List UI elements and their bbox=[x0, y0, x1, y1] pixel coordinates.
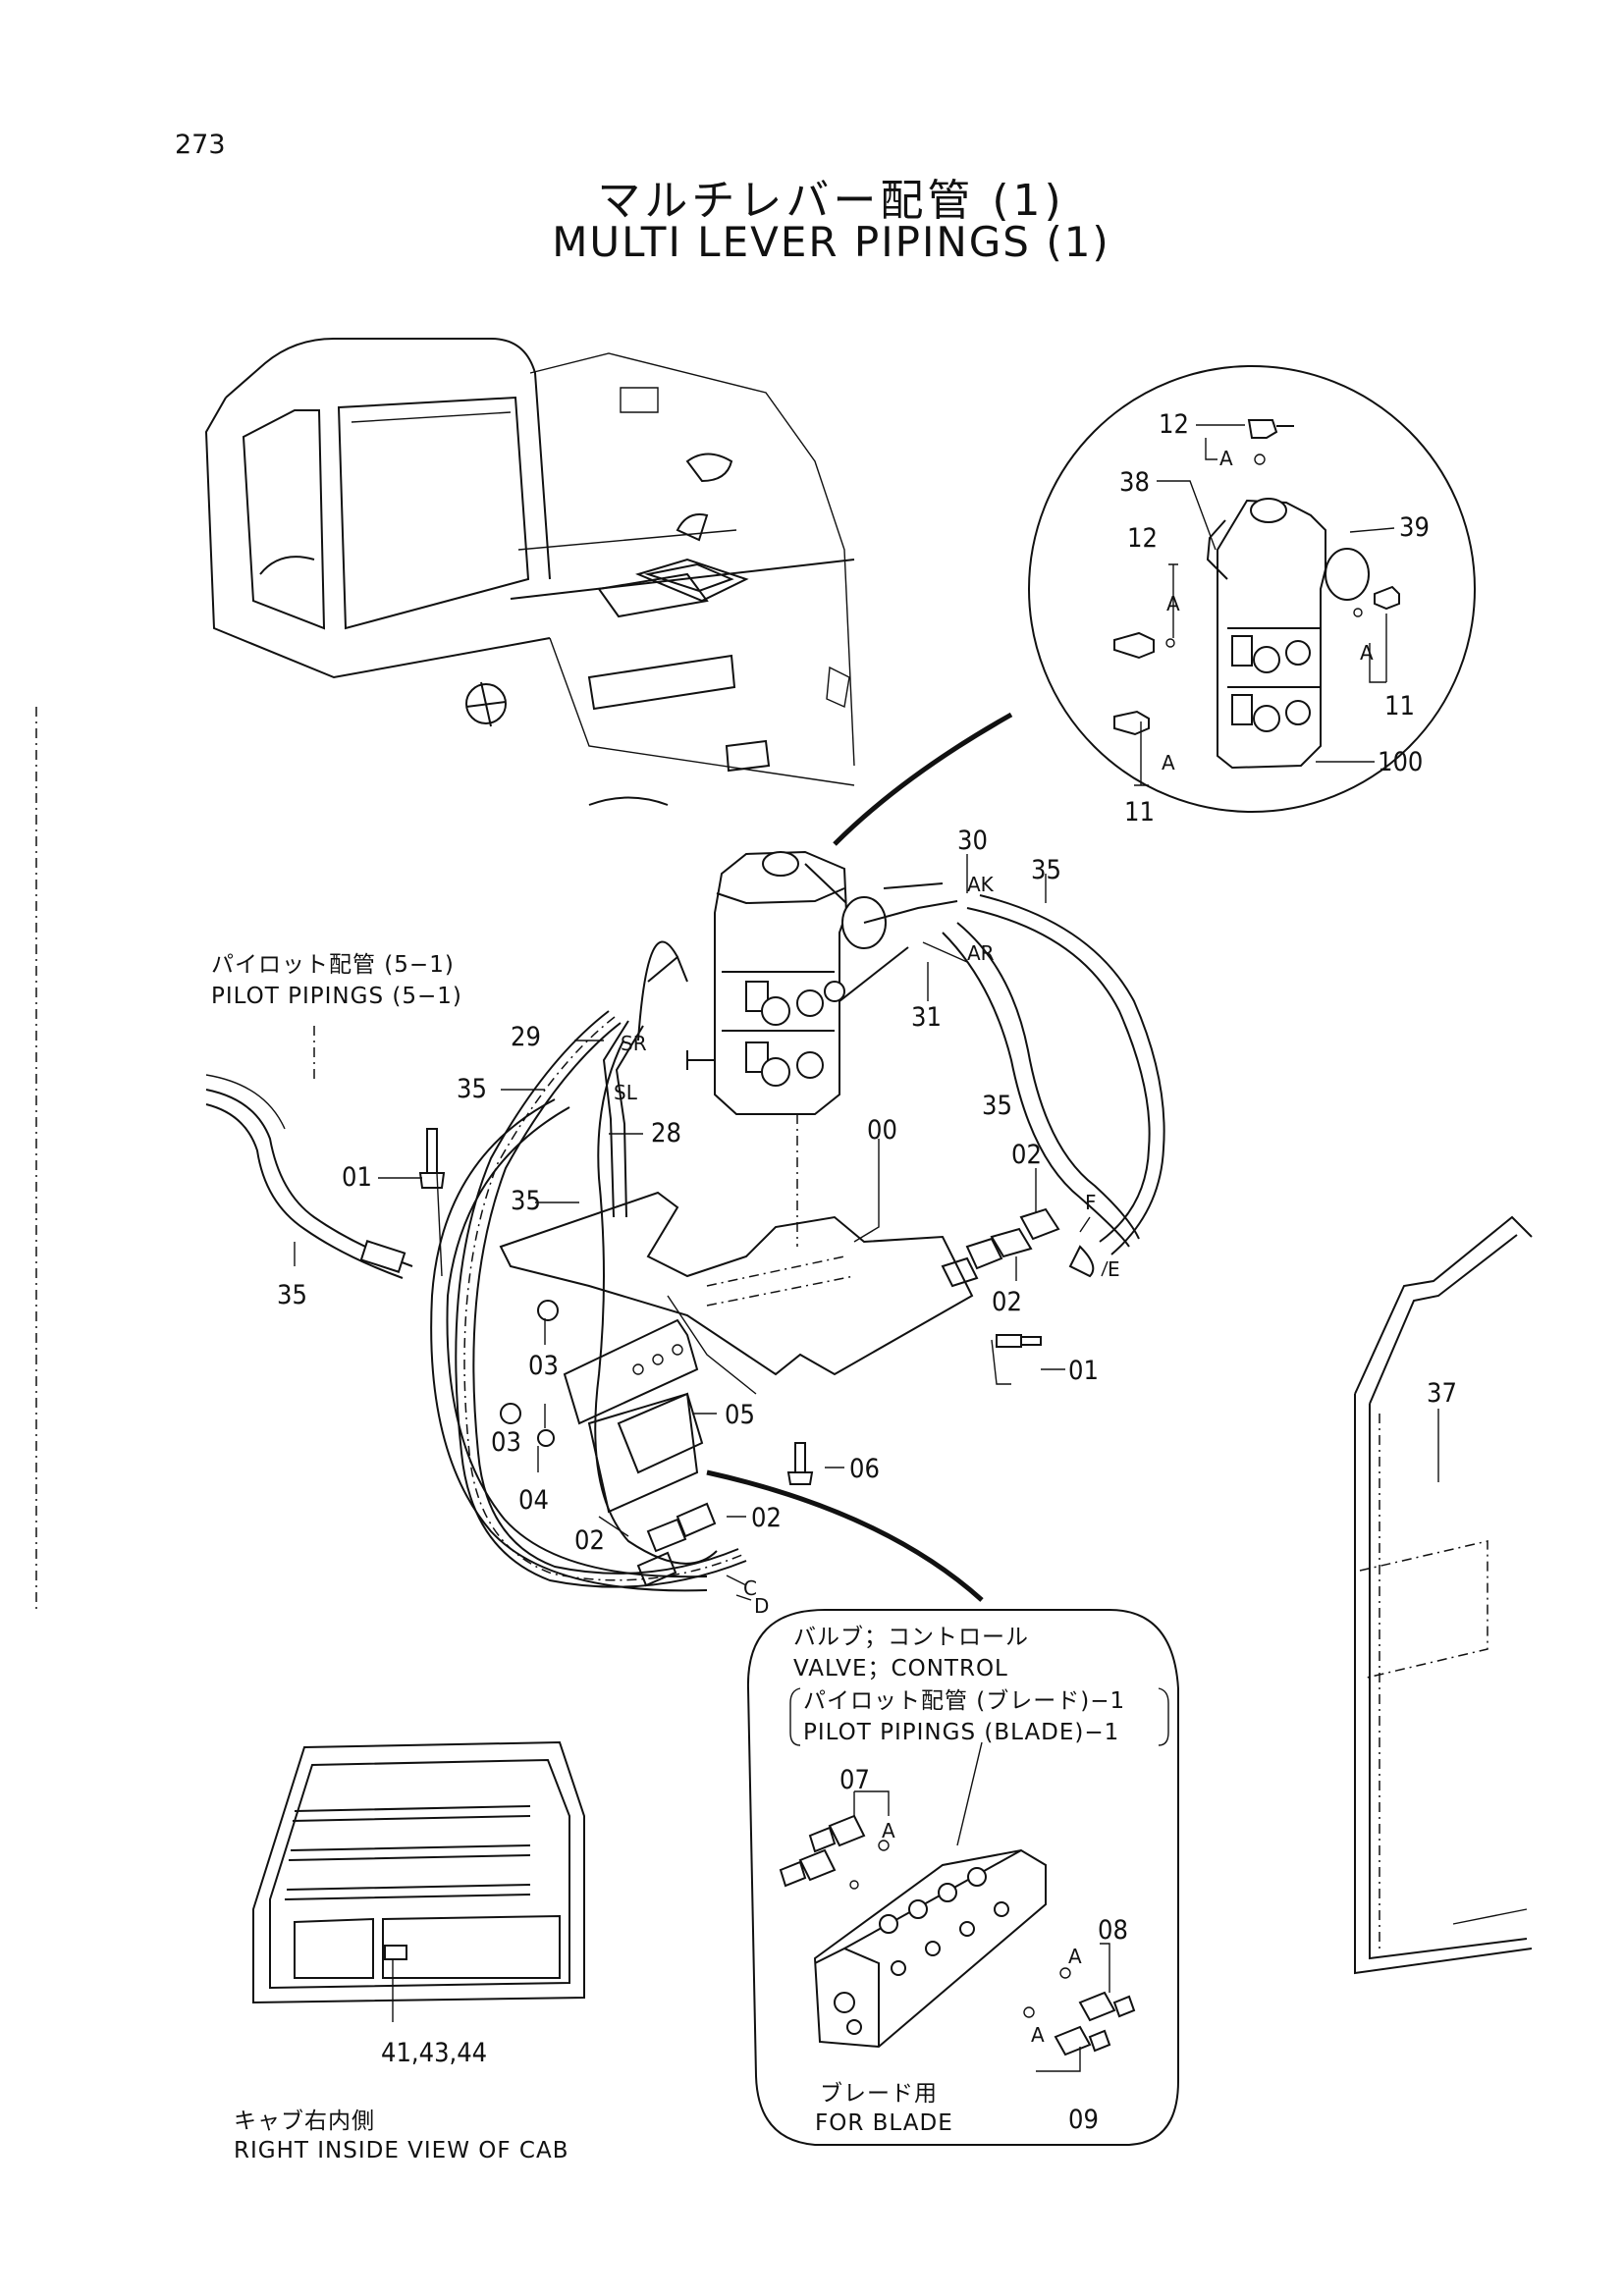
pilot-pipings-caption-en: PILOT PIPINGS (5−1) bbox=[211, 984, 462, 1009]
callout-03-upper: 03 bbox=[528, 1351, 559, 1381]
port-letter-f: F bbox=[1085, 1191, 1097, 1214]
pilot-pipings-caption-jp: パイロット配管 (5−1) bbox=[211, 952, 455, 978]
callout-02-right: 02 bbox=[992, 1287, 1022, 1317]
blade-pilot-caption-en: PILOT PIPINGS (BLADE)−1 bbox=[803, 1720, 1119, 1745]
for-blade-caption-jp: ブレード用 bbox=[820, 2081, 938, 2107]
port-letter-sr: SR bbox=[621, 1032, 647, 1055]
callout-30: 30 bbox=[957, 826, 988, 856]
bolts-and-fittings bbox=[418, 1128, 1095, 1587]
valve-caption-en: VALVE；CONTROL bbox=[793, 1656, 1008, 1682]
callout-35-right: 35 bbox=[982, 1091, 1012, 1121]
callout-01-right: 01 bbox=[1068, 1356, 1099, 1386]
callout-12-top: 12 bbox=[1159, 409, 1189, 440]
valve-caption-jp: バルブ；コントロール bbox=[793, 1625, 1029, 1650]
leader-lines bbox=[294, 854, 1109, 1601]
callout-37: 37 bbox=[1427, 1378, 1457, 1409]
callout-100: 100 bbox=[1378, 747, 1423, 777]
page-title-japanese: マルチレバー配管 (1) bbox=[597, 176, 1065, 226]
callout-35-left-top: 35 bbox=[457, 1074, 487, 1104]
callout-35-top-right: 35 bbox=[1031, 855, 1061, 885]
detail-pointer-line bbox=[833, 712, 1013, 846]
callout-02-lower-left: 02 bbox=[574, 1525, 605, 1556]
callout-05: 05 bbox=[725, 1400, 755, 1430]
main-callouts: 30 AK 35 AR 31 35 29 SR 35 SL 28 00 01 3… bbox=[277, 826, 1120, 1618]
port-letter-d: D bbox=[754, 1594, 769, 1618]
cab-right-panel: 37 bbox=[1354, 1215, 1533, 1975]
port-letter-a-08: A bbox=[1068, 1945, 1082, 1968]
port-letter-ak: AK bbox=[967, 873, 995, 896]
callout-02-lower-right: 02 bbox=[751, 1503, 782, 1533]
excavator-upper-structure bbox=[204, 338, 855, 806]
callout-39: 39 bbox=[1399, 512, 1430, 543]
port-letter-a-lower: A bbox=[1162, 751, 1175, 774]
callout-01-left: 01 bbox=[342, 1162, 372, 1193]
callout-11-right: 11 bbox=[1384, 691, 1415, 721]
for-blade-caption-en: FOR BLADE bbox=[815, 2110, 953, 2136]
cab-view-caption-en: RIGHT INSIDE VIEW OF CAB bbox=[234, 2138, 569, 2163]
callout-11-left: 11 bbox=[1124, 797, 1155, 828]
callout-04: 04 bbox=[518, 1485, 549, 1516]
port-letter-a-right: A bbox=[1360, 641, 1374, 665]
callout-41-43-44: 41,43,44 bbox=[381, 2038, 487, 2068]
port-letter-a-09: A bbox=[1031, 2023, 1045, 2047]
control-valve-inset: バルブ；コントロール VALVE；CONTROL パイロット配管 (ブレード)−… bbox=[746, 1609, 1179, 2146]
cab-view-caption-jp: キャブ右内側 bbox=[234, 2109, 375, 2134]
hose-assemblies bbox=[205, 882, 1165, 1592]
callout-03-lower: 03 bbox=[491, 1427, 521, 1458]
pilot-pipings-note: パイロット配管 (5−1) PILOT PIPINGS (5−1) bbox=[211, 952, 462, 1009]
detail-circle-pilot-valve: 12 A 38 39 12 A A 11 A 11 100 bbox=[1028, 365, 1476, 828]
callout-28: 28 bbox=[651, 1118, 681, 1148]
callout-31: 31 bbox=[911, 1002, 942, 1033]
port-letter-sl: SL bbox=[614, 1081, 638, 1104]
callout-00: 00 bbox=[867, 1115, 897, 1146]
port-letter-a-07: A bbox=[882, 1819, 895, 1842]
blade-pilot-caption-jp: パイロット配管 (ブレード)−1 bbox=[803, 1688, 1125, 1714]
page-number: 273 bbox=[175, 130, 226, 160]
cab-inside-view: 41,43,44 キャブ右内側 RIGHT INSIDE VIEW OF CAB bbox=[234, 1740, 585, 2163]
callout-35-center: 35 bbox=[511, 1186, 541, 1216]
port-letter-a-top: A bbox=[1219, 447, 1233, 470]
port-letter-e: E bbox=[1108, 1257, 1120, 1281]
callout-02-upper-right: 02 bbox=[1011, 1140, 1042, 1170]
port-letter-a-left: A bbox=[1166, 592, 1180, 615]
callout-38: 38 bbox=[1119, 467, 1150, 498]
pilot-valve-assembly bbox=[499, 850, 974, 1514]
callout-06: 06 bbox=[849, 1454, 880, 1484]
callout-09: 09 bbox=[1068, 2105, 1099, 2135]
valve-pointer-line bbox=[706, 1469, 984, 1602]
callout-08: 08 bbox=[1098, 1915, 1128, 1946]
callout-12-left: 12 bbox=[1127, 523, 1158, 554]
port-letter-ar: AR bbox=[967, 941, 995, 965]
callout-29: 29 bbox=[511, 1022, 541, 1052]
page-title-english: MULTI LEVER PIPINGS (1) bbox=[552, 218, 1110, 266]
callout-35-far-left: 35 bbox=[277, 1280, 307, 1310]
callout-07: 07 bbox=[839, 1765, 870, 1795]
port-letter-c: C bbox=[743, 1576, 757, 1600]
